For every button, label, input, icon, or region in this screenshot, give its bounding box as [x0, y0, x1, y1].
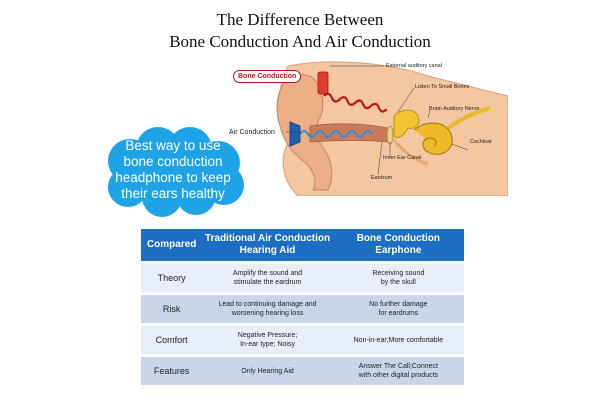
listen-to-small-bones-label: Listen To Small Bones — [415, 84, 470, 90]
comparison-table: Compared Traditional Air Conduction Hear… — [141, 229, 464, 385]
header-bone-conduction: Bone Conduction Earphone — [332, 229, 464, 261]
cell-line: by the skull — [380, 279, 416, 286]
air-wave — [299, 130, 373, 138]
cell-line: Non-in-ear;More comfortable — [353, 336, 444, 344]
callout-line: bone conduction — [123, 154, 223, 169]
auditory-nerve — [446, 106, 491, 130]
header-line: Traditional Air Conduction — [204, 233, 331, 244]
row-label: Comfort — [141, 323, 203, 354]
table-cell: Only Hearing Aid — [202, 354, 333, 385]
ear-diagram — [276, 61, 508, 196]
cell-line: Amplify the sound and — [232, 270, 303, 277]
cell-line: for eardrums — [378, 310, 419, 317]
cell-line: stimulate the eardrum — [233, 279, 302, 286]
page-title-line1: The Difference Between — [216, 10, 384, 29]
cell-line: Negative Pressure; — [237, 332, 298, 339]
inner-ear-canal-label: Inner Ear Canal — [383, 155, 422, 161]
small-bones — [393, 109, 420, 138]
header-compared: Compared — [141, 229, 203, 261]
table-cell: Amplify the sound and stimulate the eard… — [202, 261, 333, 292]
cell-line: Receiving sound — [372, 270, 425, 277]
table-cell: Non-in-ear;More comfortable — [332, 323, 464, 354]
table-row: Risk Lead to continuing damage and worse… — [141, 292, 464, 323]
table-cell: No further damage for eardrums — [332, 292, 464, 323]
cell-line: with other digital products — [358, 372, 439, 379]
row-label: Features — [141, 354, 203, 385]
cell-line: In-ear type; Noisy — [240, 341, 295, 348]
cell-line: Answer The Call;Connect — [358, 363, 438, 370]
inner-canal — [392, 139, 429, 166]
cell-line: Only Hearing Aid — [241, 367, 294, 375]
table-header-row: Compared Traditional Air Conduction Hear… — [141, 229, 464, 261]
bone-transducer — [317, 71, 329, 95]
table-cell: Lead to continuing damage and worsening … — [202, 292, 333, 323]
brain-auditory-nerve-label: Brain Auditory Nerve — [429, 106, 480, 112]
page-title-line2: Bone Conduction And Air Conduction — [169, 32, 431, 51]
table-row: Features Only Hearing Aid Answer The Cal… — [141, 354, 464, 385]
table-cell: Receiving sound by the skull — [332, 261, 464, 292]
cochlear-label: Cochlear — [470, 139, 493, 145]
row-label: Theory — [141, 261, 203, 292]
cloud-callout-text: Best way to use bone conduction headphon… — [105, 138, 241, 202]
cochlea — [413, 122, 453, 155]
header-air-conduction: Traditional Air Conduction Hearing Aid — [202, 229, 333, 261]
air-conduction-label: Air Conduction — [229, 129, 275, 136]
cell-line: Lead to continuing damage and — [218, 301, 317, 308]
header-line: Hearing Aid — [239, 245, 296, 256]
header-line: Earphone — [375, 245, 422, 256]
callout-line: their ears healthy — [121, 186, 225, 201]
air-earbud — [289, 121, 301, 147]
cell-line: No further damage — [369, 301, 428, 308]
bone-wave — [323, 92, 388, 113]
bone-conduction-label: Bone Conduction — [233, 70, 302, 83]
table-row: Comfort Negative Pressure; In-ear type; … — [141, 323, 464, 354]
table-cell: Negative Pressure; In-ear type; Noisy — [202, 323, 333, 354]
cell-line: worsening hearing loss — [231, 310, 304, 317]
header-line: Bone Conduction — [356, 233, 441, 244]
eardrum-label: Eardrum — [371, 175, 393, 181]
callout-line: Best way to use — [125, 138, 221, 153]
eardrum — [386, 125, 394, 145]
table-row: Theory Amplify the sound and stimulate t… — [141, 261, 464, 292]
cloud-callout-shape — [108, 127, 244, 217]
external-auditory-canal-label: External auditory canal — [386, 63, 442, 69]
callout-line: headphone to keep — [115, 170, 231, 185]
table-cell: Answer The Call;Connect with other digit… — [332, 354, 464, 385]
row-label: Risk — [141, 292, 203, 323]
